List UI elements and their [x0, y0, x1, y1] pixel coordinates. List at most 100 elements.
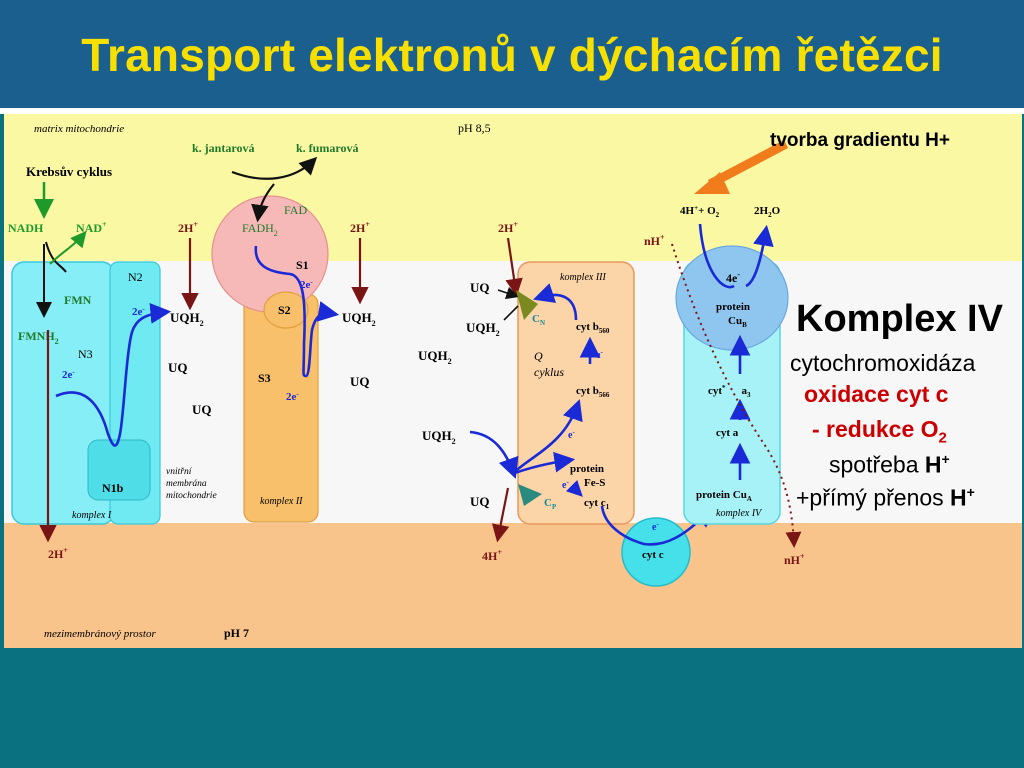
complex-3: komplex III 2H+ UQ CN UQH2 cyt b560 e- U… [418, 220, 635, 563]
complex3-proton-in-arrow [505, 237, 523, 297]
complex2-2e-top: 2e- [300, 278, 313, 291]
membrane-label-1: vnitřní [166, 467, 193, 477]
cp-label: CP [544, 497, 557, 511]
qpool-left-h: 2H+ [178, 220, 198, 235]
complex4-4e: 4e- [726, 270, 740, 285]
complex3-body [517, 261, 635, 525]
cp-to-b566-electron [511, 399, 583, 475]
complex1-label: komplex I [72, 510, 112, 521]
n1b-label: N1b [102, 481, 124, 495]
cyt-a-label: cyt a [716, 427, 739, 439]
consumption-text: spotřeba H+ [829, 451, 950, 478]
fmn-label: FMN [64, 293, 92, 307]
footer-band [0, 648, 1024, 768]
cyt-b560-label: cyt b560 [576, 321, 610, 335]
intermembrane-ph: pH 7 [224, 626, 249, 640]
complex3-proton-out-arrow [491, 487, 510, 543]
qpool-uq-1: UQ [168, 360, 188, 375]
gradient-caption: tvorba gradientu H+ [770, 130, 950, 151]
complex3-e-1: e- [596, 348, 603, 361]
matrix-label: matrix mitochondrie [34, 123, 124, 135]
krebs-cycle-label: Krebsův cyklus [26, 164, 112, 179]
complex4-nh-out: nH+ [784, 552, 805, 567]
matrix-ph: pH 8,5 [458, 121, 491, 135]
fumarate-label: k. fumarová [296, 141, 358, 155]
qpool-uq-3: UQ [350, 374, 370, 389]
fadh2-label: FADH2 [242, 221, 278, 238]
complex1-2e-top: 2e- [132, 305, 145, 318]
uqh2-to-cp-electron [469, 430, 519, 479]
title-bar: Transport elektronů v dýchacím řetězci [0, 0, 1024, 108]
complex-1: Krebsův cyklus NADH NAD+ FMN FMNH2 N2 N3… [8, 164, 172, 561]
reaction-right: 2H2O [754, 205, 781, 219]
cn-site [516, 290, 538, 320]
diagram-canvas: matrix mitochondrie pH 8,5 mezimembránov… [4, 114, 1022, 648]
cp-site [518, 484, 542, 506]
complex4-label: komplex IV [716, 508, 763, 519]
respiratory-chain-diagram: matrix mitochondrie pH 8,5 mezimembránov… [4, 114, 1022, 648]
complex2-label: komplex II [260, 496, 303, 507]
complex1-proton-out: 2H+ [48, 546, 68, 561]
cyt-a3-label: cyt*a3 [708, 384, 751, 399]
complex2-body [243, 293, 319, 523]
direct-transfer-text: +přímý přenos H+ [796, 484, 975, 511]
membrane-label-2: membrána [166, 479, 207, 489]
o2-electron-curve-right [745, 224, 774, 288]
cub-center [675, 245, 789, 351]
cua-label: protein CuA [696, 489, 752, 503]
cyt-c1-label: cyt c1 [584, 497, 610, 511]
uqh2-a-link [503, 305, 519, 321]
succinate-to-fumarate-arrow [231, 156, 318, 180]
complex1-2e-mid: 2e- [62, 368, 75, 381]
protein-fes-label-2: Fe-S [584, 477, 605, 489]
complex3-uqh2-a: UQH2 [466, 320, 500, 338]
fmnh2-label: FMNH2 [18, 329, 59, 346]
complex3-uq-bottom: UQ [470, 494, 490, 509]
n3-label: N3 [78, 347, 93, 361]
gradient-arrow [694, 140, 789, 194]
membrane-region [4, 261, 1022, 523]
matrix-region [4, 114, 1022, 261]
qpool-uq-2: UQ [192, 402, 212, 417]
cyt-c-label: cyt c [642, 549, 664, 561]
protein-fes-label-1: protein [570, 463, 604, 475]
title-separator [0, 108, 1024, 114]
complex4-nh-in: nH+ [644, 233, 665, 248]
s3-label: S3 [258, 371, 271, 385]
cn-label: CN [532, 313, 545, 327]
gradient-arrow-head [694, 172, 730, 194]
slide-title: Transport elektronů v dýchacím řetězci [81, 29, 943, 81]
qpool-right-h: 2H+ [350, 220, 370, 235]
quinone-pool-left: 2H+ UQH2 UQ UQ [168, 220, 212, 417]
complex-4: 4H++ O2 2H2O 4e- protein CuB cyt*a3 cyt … [644, 204, 805, 567]
cyt-b566-label: cyt b566 [576, 385, 610, 399]
q-cycle-label-1: Q [534, 349, 543, 363]
reduction-text: - redukce O2 [812, 416, 947, 447]
fad-label: FAD [284, 203, 307, 217]
n2-label: N2 [128, 270, 143, 284]
komplex-iv-heading: Komplex IV [796, 298, 1003, 340]
q-cycle-label-2: cyklus [534, 365, 564, 379]
reaction-left: 4H++ O2 [680, 204, 720, 219]
complex-2: k. jantarová k. fumarová FAD FADH2 S1 2e… [192, 141, 358, 523]
nad-out-arrow [49, 230, 87, 265]
oxidation-text: oxidace cyt c [804, 381, 949, 407]
cub-label-2: CuB [728, 315, 747, 329]
complex2-head [211, 195, 329, 313]
complex2-2e-bottom: 2e- [286, 390, 299, 403]
uq-to-cn-arrow [497, 286, 520, 300]
gradient-arrow-shaft [707, 140, 789, 188]
complex2-electron-path [254, 245, 340, 378]
cub-label-1: protein [716, 301, 750, 313]
intermembrane-label: mezimembránový prostor [44, 628, 156, 640]
s2-label: S2 [278, 303, 291, 317]
s2-cluster [263, 291, 309, 329]
succinate-label: k. jantarová [192, 141, 254, 155]
fes-to-c1-arrow [565, 479, 583, 497]
complex3-uqh2-b: UQH2 [418, 348, 452, 366]
complex3-label: komplex III [560, 272, 606, 283]
nadh-label: NADH [8, 221, 44, 235]
qpool-left-uqh2: UQH2 [170, 310, 204, 328]
complex3-h-in: 2H+ [498, 220, 518, 235]
quinone-pool-right: 2H+ UQH2 UQ [342, 220, 376, 389]
